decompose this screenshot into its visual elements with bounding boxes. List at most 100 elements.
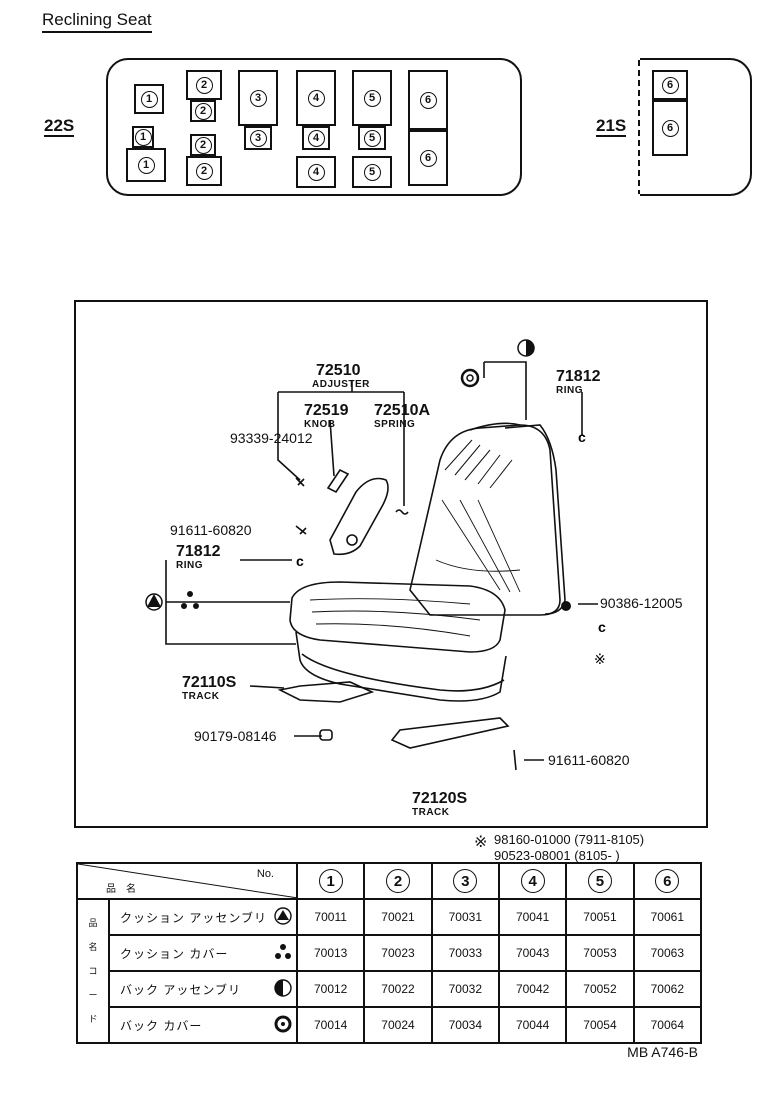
adjuster-part <box>329 477 389 556</box>
variant-cell-4a: 4 <box>296 70 336 126</box>
table-row: バック アッセンブリ 70012 70022 70032 70042 70052… <box>77 970 703 1008</box>
code-cell: 70011 <box>295 898 366 936</box>
track-left <box>277 681 375 703</box>
figure-code: MB A746-B <box>627 1044 698 1060</box>
callout-ring1-label: RING <box>176 560 203 571</box>
col-header-5: 5 <box>565 862 635 900</box>
seat-backrest <box>409 424 561 616</box>
code-cell: 70063 <box>632 934 703 972</box>
code-cell: 70051 <box>565 898 635 936</box>
col-header-3: 3 <box>430 862 500 900</box>
code-cell: 70044 <box>497 1006 568 1044</box>
variant-cell-2a: 2 <box>186 70 222 100</box>
callout-ring2-pn: 71812 <box>556 368 601 385</box>
triangle-icon <box>270 898 298 936</box>
col-header-1: 1 <box>295 862 366 900</box>
bolt-part <box>295 525 307 535</box>
code-cell: 70012 <box>295 970 366 1008</box>
code-cell: 70041 <box>497 898 568 936</box>
code-cell: 70032 <box>430 970 500 1008</box>
variant-cell-1a: 1 <box>134 84 164 114</box>
code-cell: 70013 <box>295 934 366 972</box>
col-header-4: 4 <box>497 862 568 900</box>
side-label: 品名コード <box>76 898 110 1044</box>
variant-cell-5a: 5 <box>352 70 392 126</box>
callout-pin-pn: 90386-12005 <box>600 595 683 611</box>
exploded-diagram-frame <box>74 300 708 828</box>
triangle-icon <box>147 594 161 607</box>
callout-adjuster-label: ADJUSTER <box>312 379 370 390</box>
variant-panel-22s: 1 1 1 2 2 2 2 3 3 4 4 4 5 5 5 6 6 <box>106 58 522 196</box>
variant-cell-2b: 2 <box>190 100 216 122</box>
variant-cell-3a: 3 <box>238 70 278 126</box>
trefoil-icon <box>181 591 199 609</box>
seat-cushion <box>289 581 506 653</box>
model-label-22s: 22S <box>44 116 75 137</box>
variant-cell-4b: 4 <box>302 126 330 150</box>
parts-table: 品 名 No. 1 2 3 4 5 6 品名コード クッション アッセンブリ 7… <box>76 862 703 1044</box>
code-cell: 70033 <box>430 934 500 972</box>
spring-part <box>395 509 409 515</box>
code-cell: 70064 <box>632 1006 703 1044</box>
variant-cell-6a: 6 <box>408 70 448 130</box>
row-name: バック アッセンブリ <box>108 970 270 1008</box>
variant-cell-5c: 5 <box>352 156 392 188</box>
code-cell: 70062 <box>632 970 703 1008</box>
code-cell: 70023 <box>363 934 433 972</box>
variant-cell-2c: 2 <box>190 134 216 156</box>
col-header-6: 6 <box>632 862 703 900</box>
callout-track2-label: TRACK <box>412 807 450 818</box>
callout-track1-label: TRACK <box>182 691 220 702</box>
ring-icon <box>460 368 480 388</box>
callout-ring1-pn: 71812 <box>176 543 221 560</box>
seat-base <box>295 631 507 702</box>
callout-spring-pn: 72510A <box>374 402 431 419</box>
svg-text:c: c <box>296 553 304 569</box>
code-cell: 70054 <box>565 1006 635 1044</box>
code-cell: 70042 <box>497 970 568 1008</box>
table-header-row: 品 名 No. 1 2 3 4 5 6 <box>76 862 703 900</box>
code-cell: 70031 <box>430 898 500 936</box>
code-cell: 70034 <box>430 1006 500 1044</box>
callout-track1-pn: 72110S <box>182 674 237 691</box>
code-cell: 70014 <box>295 1006 366 1044</box>
half-circle-icon <box>270 970 298 1008</box>
code-cell: 70052 <box>565 970 635 1008</box>
code-cell: 70043 <box>497 934 568 972</box>
table-row: 品名コード クッション アッセンブリ 70011 70021 70031 700… <box>76 898 703 1044</box>
table-row: バック カバー 70014 70024 70034 70044 70054 70… <box>77 1006 703 1044</box>
knob-part <box>326 468 350 494</box>
variant-cell-3b: 3 <box>244 126 272 150</box>
note-asterisk: ※ <box>474 834 488 851</box>
model-label-21s: 21S <box>596 116 627 137</box>
page-title: Reclining Seat <box>42 10 152 33</box>
pin-part <box>561 601 571 611</box>
svg-text:c: c <box>598 619 606 635</box>
code-cell: 70021 <box>363 898 433 936</box>
row-name: バック カバー <box>108 1006 270 1044</box>
track-right <box>390 717 510 749</box>
row-name: クッション アッセンブリ <box>108 898 270 936</box>
variant-cell-5b: 5 <box>358 126 386 150</box>
table-header-name: 品 名 No. <box>76 862 298 900</box>
callout-track2-pn: 72120S <box>412 790 468 807</box>
code-cell: 70024 <box>363 1006 433 1044</box>
notes: 98160-01000 (7911-8105) 90523-08001 (810… <box>494 832 644 864</box>
callout-bolt1-pn: 91611-60820 <box>170 522 252 538</box>
table-row: クッション カバー 70013 70023 70033 70043 70053 … <box>77 934 703 972</box>
code-cell: 70053 <box>565 934 635 972</box>
screw-part <box>295 477 305 487</box>
callout-knob-label: KNOB <box>304 419 336 430</box>
variant-cell-1b: 1 <box>132 126 154 148</box>
callout-ring2-label: RING <box>556 385 583 396</box>
callout-spring-label: SPRING <box>374 419 416 430</box>
callout-bolt2-pn: 91611-60820 <box>548 752 630 768</box>
callout-knob-pn: 72519 <box>304 402 349 419</box>
asterisk-symbol: ※ <box>594 652 606 668</box>
variant-cell-2d: 2 <box>186 156 222 186</box>
variant-cell-6b: 6 <box>408 130 448 186</box>
note-line-2: 90523-08001 (8105- ) <box>494 848 620 863</box>
half-circle-icon <box>517 339 535 357</box>
ring-icon <box>270 1006 298 1044</box>
